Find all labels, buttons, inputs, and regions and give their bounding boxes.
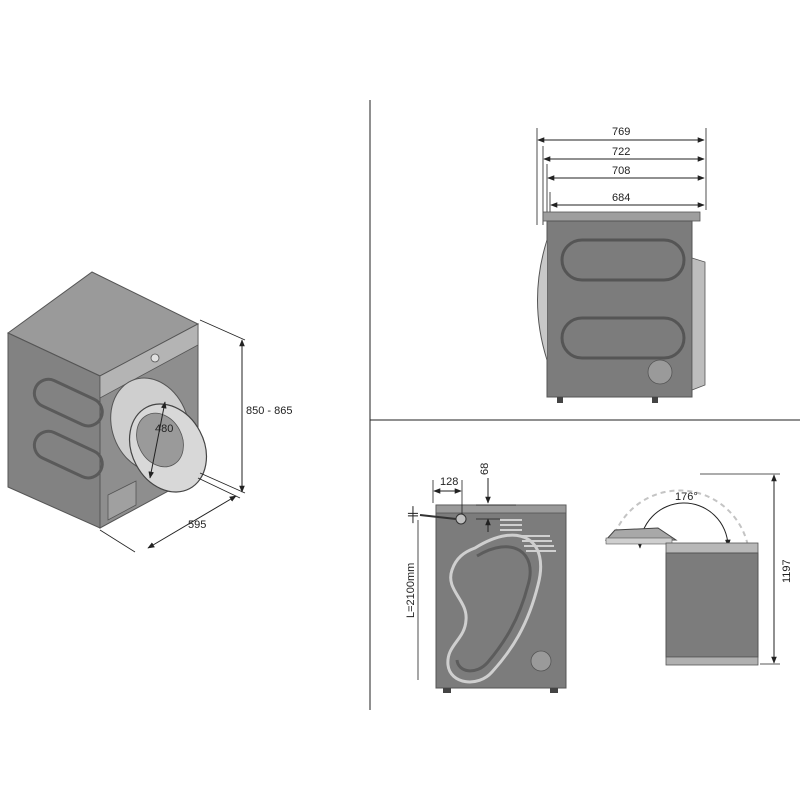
door-height-label: 1197 [781,559,793,583]
door-open-lid-edge [605,537,673,545]
rear-dim-label-128: 128 [440,476,458,488]
iso-filter-flap [107,480,137,521]
rear-vent-circle-icon [530,650,552,672]
rear-foot-left [443,688,451,693]
side-dim-label-684: 684 [612,192,630,204]
hose-tap-icon: ╪ [407,506,418,524]
side-vent-icon [647,359,673,385]
door-swing-arc [611,489,749,547]
rear-duct-outline [446,533,543,684]
door-view-top [665,542,759,554]
iso-height-ext-top [199,319,246,341]
side-view: 769 722 708 684 [536,126,707,403]
iso-control-panel [99,323,199,399]
isometric-view: 850 - 865 595 480 [7,271,292,553]
iso-height-label: 850 - 865 [246,405,292,417]
side-oval-lower [560,316,686,360]
rear-hose-length-label: L=2100mm [405,563,417,618]
side-foot-right [652,397,658,403]
door-view-base [665,656,759,666]
rear-duct-inner [455,545,532,673]
iso-width-dim-line [147,495,237,549]
door-view-body [665,552,759,658]
rear-dim-label-68: 68 [479,463,491,475]
side-dim-label-722: 722 [612,146,630,158]
panel-dividers [369,100,800,710]
iso-width-label: 595 [188,519,206,531]
rear-drain-connector-icon [455,513,467,525]
door-open-view: 176° 1197 [604,473,793,666]
rear-vent-slats [500,519,556,552]
iso-width-ext-left [99,529,136,553]
iso-height-ext-bottom [199,472,246,494]
iso-side-oval-upper [32,377,104,428]
iso-knob-icon [150,353,160,363]
side-top-panel [542,211,701,222]
rear-drain-hose [419,514,457,520]
iso-side-oval-lower [32,429,104,480]
side-door-bulge [537,239,548,361]
side-dim-label-708: 708 [612,165,630,177]
rear-foot-right [550,688,558,693]
side-oval-upper [560,238,686,282]
door-angle-label: 176° [675,491,698,503]
rear-view: ╪ 128 68 L=2100mm [405,463,567,693]
side-back-panel [691,257,706,391]
side-foot-left [557,397,563,403]
rear-top-strip [435,504,567,514]
side-dim-label-769: 769 [612,126,630,138]
iso-door-dim-line [148,401,167,479]
iso-width-ext-right [197,477,241,499]
iso-door-label: 480 [155,423,173,435]
